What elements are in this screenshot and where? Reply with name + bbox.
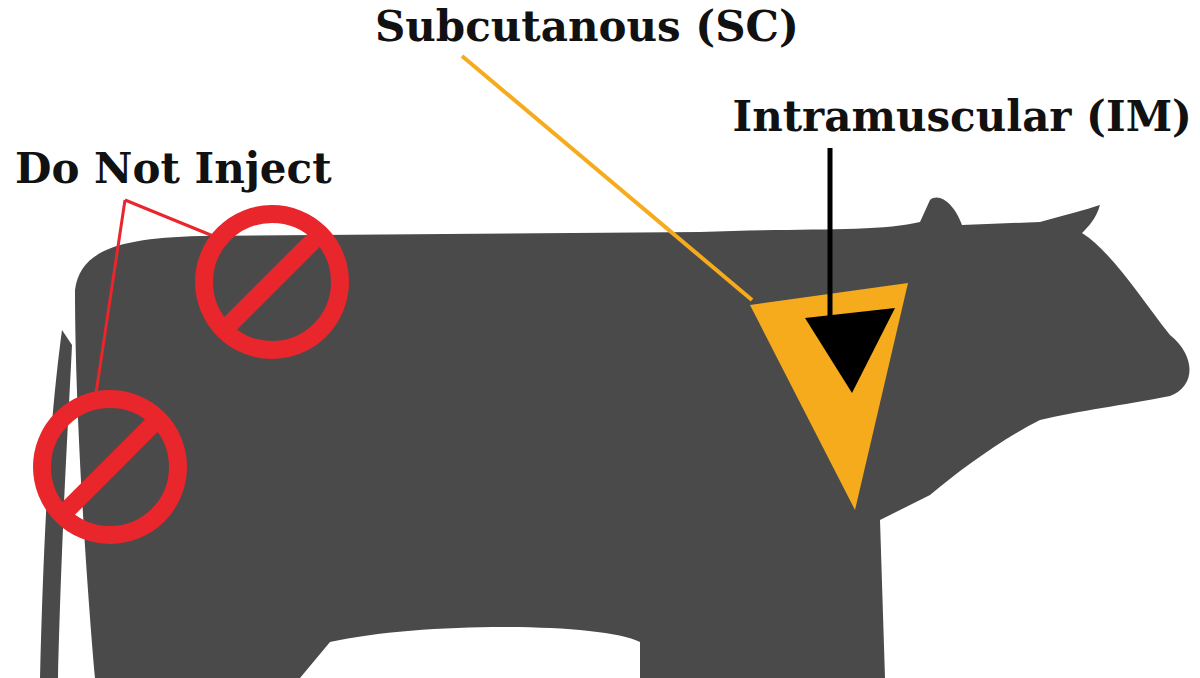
cow-body	[75, 198, 1190, 678]
callout-label: Subcutanous (SC)	[375, 4, 799, 50]
im-leader	[828, 148, 833, 322]
prohibition-sign	[204, 214, 340, 350]
cow-silhouette	[40, 198, 1190, 678]
prohibition-signs	[42, 214, 340, 535]
sign-slash	[62, 419, 158, 515]
sign-ring	[42, 399, 178, 535]
leader-lines	[95, 56, 830, 400]
sign-slash	[224, 234, 320, 330]
intramuscular-zone	[805, 308, 895, 393]
callout-label: Intramuscular (IM)	[733, 94, 1192, 140]
do-not-leader	[95, 200, 125, 400]
sign-ring	[204, 214, 340, 350]
callout-label: Do Not Inject	[15, 146, 332, 192]
do-not-leader	[125, 200, 218, 238]
sc-leader	[462, 56, 752, 300]
prohibition-sign	[42, 399, 178, 535]
